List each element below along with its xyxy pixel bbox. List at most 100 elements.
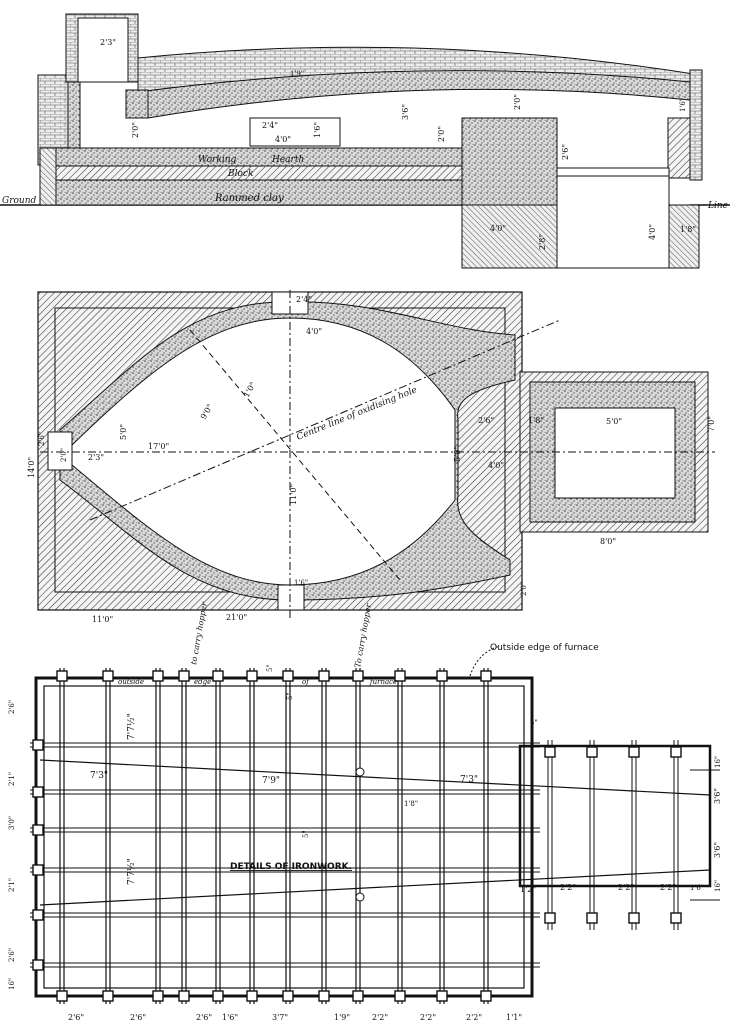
dim-left-box-b: 2'0" [60, 448, 68, 462]
bar-clamp-top [152, 670, 164, 682]
dim-h-mid: 7'9" [262, 776, 280, 786]
dim-center-height: 11'0" [289, 484, 298, 505]
bar-clamp-top [56, 670, 68, 682]
dim-right-width-5: 5'0" [453, 446, 462, 462]
carry-hopper-label-2: To carry hopper [353, 602, 373, 669]
extension-clamp-top [628, 746, 640, 758]
hearth-block [54, 165, 466, 181]
plan-hearth [71, 317, 456, 586]
bar-clamp-bottom [282, 990, 294, 1002]
dim-ext-a: 2'2" [560, 883, 576, 892]
tie-rod-2 [39, 869, 711, 906]
dim-ext-end: 1'6" [690, 884, 704, 892]
dim-box-side: 7'0" [707, 416, 716, 432]
bar-clamp-top [352, 670, 364, 682]
dim-right-b: 1'8" [528, 416, 544, 425]
bar-clamp-bottom [152, 990, 164, 1002]
bar-clamp-left [32, 824, 44, 836]
dim-ext-c: 2'2" [660, 883, 676, 892]
dim-right-depth: 4'0" [648, 224, 657, 240]
grate-bars [556, 167, 670, 177]
bar-clamp-top [178, 670, 190, 682]
bar-clamp-bottom [246, 990, 258, 1002]
section-plan: Centre line of oxidising hole 2'4" 4'0" … [27, 290, 716, 624]
dim-right-16a: 16" [714, 756, 722, 768]
dim-right-36a: 3'6" [713, 788, 722, 804]
furnace-inline-label: furnace [369, 678, 397, 686]
dim-left-21b: 2'1" [8, 878, 16, 892]
hearth-label: Hearth [271, 155, 304, 165]
bar-clamp-bottom [352, 990, 364, 1002]
working-hearth [54, 147, 466, 167]
dim-mid-5: 5" [302, 830, 310, 838]
bar-clamp-top [246, 670, 258, 682]
bar-clamp-bottom [178, 990, 190, 1002]
dim-h-left: 7'3" [90, 771, 108, 781]
bar-clamp-bottom [436, 990, 448, 1002]
left-foundation [39, 147, 57, 206]
dim-width-5: 5'0" [119, 424, 128, 440]
dim-left-21a: 2'1" [8, 772, 16, 786]
dim-side-right: 2'0" [520, 582, 528, 596]
block-label: Block [227, 169, 253, 179]
working-door [249, 117, 341, 147]
plan-left-opening [47, 431, 73, 471]
dim-h-right: 7'3" [460, 775, 478, 785]
dim-bed-height: 2'0" [131, 122, 140, 138]
rammed-clay-label: Rammed clay [214, 193, 284, 204]
right-brick-end [689, 69, 703, 181]
dim-throat: 4'0" [306, 327, 322, 336]
dim-small-5a: 5" [266, 664, 274, 672]
dim-bottom-16: 1'6" [222, 1013, 238, 1022]
working-label: Working [198, 155, 236, 165]
dim-ext-12: 1'2" [520, 885, 536, 894]
bar-clamp-top [102, 670, 114, 682]
dim-chimney-width: 2'3" [100, 38, 116, 47]
ash-pit [556, 174, 670, 269]
dim-bottom-22c: 2'2" [466, 1013, 482, 1022]
dim-bottom-26a: 2'6" [68, 1013, 84, 1022]
dim-bottom-37: 3'7" [272, 1013, 288, 1022]
bar-clamp-top [394, 670, 406, 682]
dim-opening-height: 1'6" [313, 122, 322, 138]
ironwork-title: DETAILS OF IRONWORK. [230, 862, 352, 872]
chimney-throat [125, 89, 149, 119]
bar-clamp-top [436, 670, 448, 682]
end-foundation [668, 204, 700, 269]
dim-left-width: 14'0" [27, 457, 36, 478]
dim-top-opening: 2'4" [296, 295, 312, 304]
line-label: Line [707, 201, 728, 211]
edge-inline-label: edge [194, 678, 211, 686]
plan-bottom-door [277, 584, 305, 611]
iron-grid [30, 668, 720, 1004]
dim-bottom-22a: 2'2" [372, 1013, 388, 1022]
outside-inline-label: outside [118, 678, 144, 686]
iron-extension-frame [518, 744, 712, 888]
dim-length-17: 17'0" [148, 442, 169, 451]
chimney-flue [77, 17, 129, 83]
dim-mid-width-b: 4'0" [275, 135, 291, 144]
dim-v-upper: 7'7½" [126, 713, 137, 740]
dim-bottom-26b: 2'6" [130, 1013, 146, 1022]
bar-clamp-left [32, 739, 44, 751]
iron-frame-inner [43, 685, 525, 989]
extension-clamp-bottom [544, 912, 556, 924]
extension-clamp-bottom [628, 912, 640, 924]
bar-clamp-bottom [394, 990, 406, 1002]
of-inline-label: of [302, 678, 310, 686]
dim-rod-18: 1'8" [404, 800, 418, 808]
extension-clamp-top [544, 746, 556, 758]
extension-clamp-top [670, 746, 682, 758]
dim-v-lower: 7'7½" [126, 858, 137, 885]
bar-clamp-top [480, 670, 492, 682]
dim-mid-width-a: 2'4" [262, 121, 278, 130]
dim-hearth-depth: 3'6" [401, 104, 410, 120]
dim-bottom-opening: 1'6" [294, 579, 308, 587]
firebox-foundation [461, 204, 558, 269]
bar-clamp-bottom [212, 990, 224, 1002]
dim-box-width-plan: 5'0" [606, 417, 622, 426]
dim-right-depth-b: 2'6" [561, 144, 570, 160]
bar-clamp-bottom [102, 990, 114, 1002]
